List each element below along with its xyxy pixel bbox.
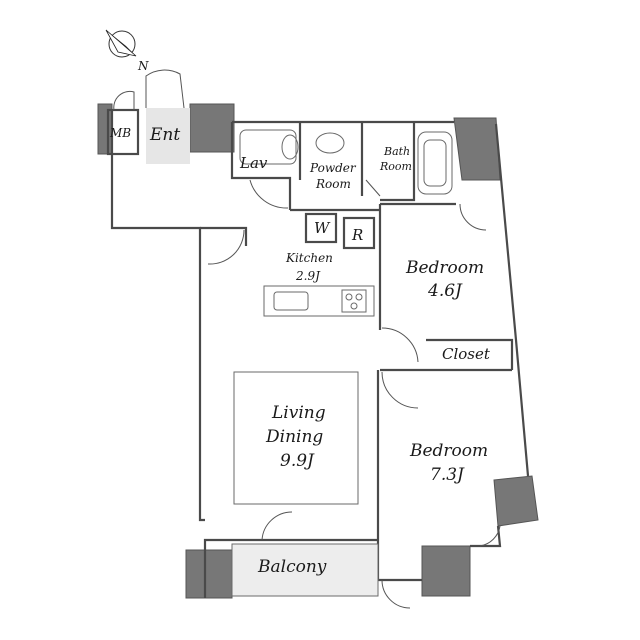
balcony-floor [231,543,379,597]
bath-label-2: Room [379,160,412,173]
bedroom2-corner-door [479,525,501,547]
living-door-swing [261,511,293,541]
entrance-floor [146,108,190,164]
refrigerator-label: R [351,226,363,244]
bedroom2-label: Bedroom [409,441,488,461]
kitchen-size: 2.9J [295,269,321,283]
sink-icon [315,132,345,154]
bath-label-1: Bath [383,145,410,158]
lav-label: Lav [239,154,268,172]
closet-wall [426,338,514,370]
closet-label: Closet [442,345,491,363]
lav-counter [239,129,297,165]
toilet-icon [281,134,299,160]
refrigerator-box [342,216,376,250]
balcony-label: Balcony [257,557,327,577]
balcony-rail-top [203,538,378,598]
powder-label-1: Powder [309,161,357,175]
bedroom1-size: 4.6J [427,281,463,301]
bedroom2-door-swing [381,371,419,409]
entrance-label: Ent [149,125,180,145]
powder-label-2: Room [315,177,351,191]
washer-label: W [314,219,331,237]
living-rug [233,371,359,505]
pillar-balcony-left [185,549,233,599]
bath-door-swing [365,179,381,197]
living-label-2: Dining [265,427,323,447]
kitchen-label: Kitchen [285,251,333,265]
lav-door-swing [249,179,289,209]
bedroom1-door-swing [381,327,419,363]
mb-door-swing [113,90,135,111]
kitchen-door-swing [207,229,245,265]
living-label-1: Living [271,403,326,423]
pillar-entry-right [189,103,235,153]
kitchen-counter [263,285,375,317]
compass-north-label: N [137,59,149,73]
outer-wall-right [494,123,530,477]
mb-closet [106,108,140,156]
bath-wall [380,122,416,202]
lav-wall [230,122,292,210]
stove-icon [341,289,367,313]
pillar-bottom-right [421,545,471,597]
living-size: 9.9J [280,451,315,471]
kitchen-sink-icon [273,291,309,311]
bedroom1-closet-door [459,203,487,231]
outer-wall-bedroom2-left [376,370,422,582]
mb-label: MB [109,126,131,140]
bedroom2-size: 7.3J [430,465,465,485]
pillar-top-right [453,117,501,181]
bathtub-icon [417,131,453,195]
kitchen-entry-wall [200,226,248,246]
pillar-bedroom-right [493,475,539,527]
bedroom1-label: Bedroom [405,258,484,278]
bedroom2-bottom-door [381,579,411,609]
outer-wall-left [110,110,205,522]
washer-box [304,212,338,244]
entrance-door-swing [145,69,185,109]
compass-icon: N [105,29,149,73]
